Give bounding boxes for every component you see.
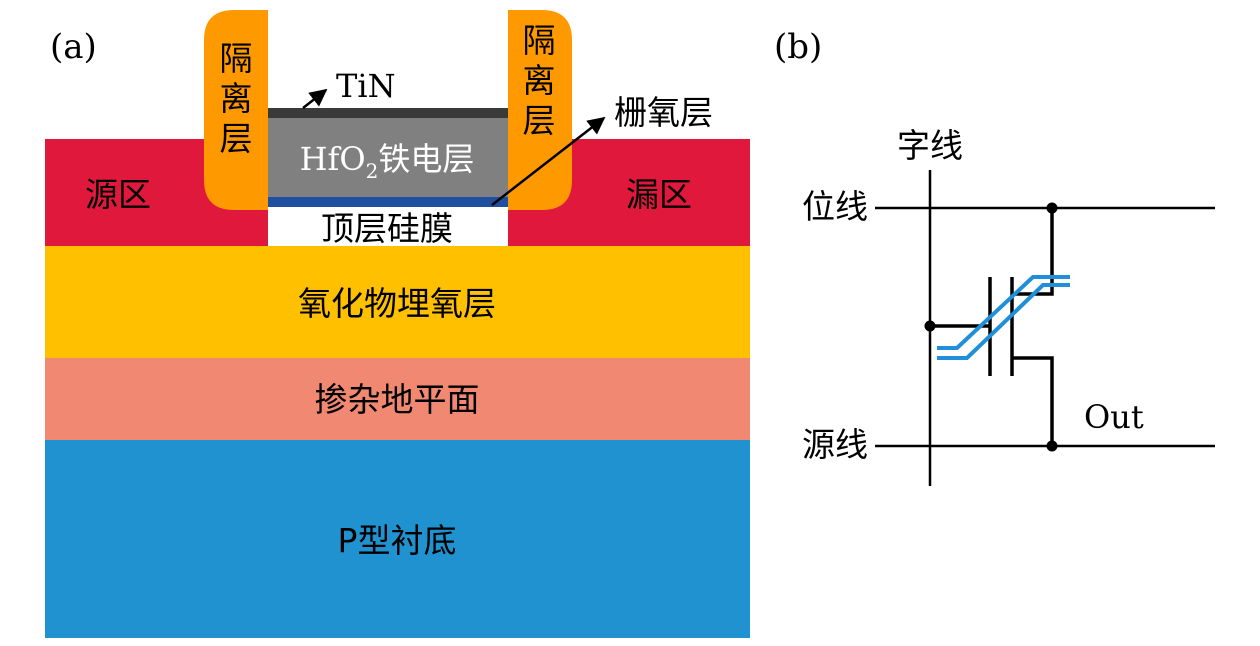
out-label: Out [1084, 398, 1144, 436]
panel-b: (b) 字线 位线 源线 Out [774, 27, 1215, 486]
panel-a-label: (a) [50, 27, 97, 67]
ferroelectric-layer [268, 118, 508, 197]
junction-dot-wordline [924, 320, 936, 332]
substrate-layer [45, 440, 750, 638]
spacer-left-char-3: 层 [220, 119, 253, 158]
junction-dot-sourceline [1046, 440, 1058, 452]
box-layer [45, 246, 750, 358]
top-silicon-label: 顶层硅膜 [321, 209, 453, 248]
spacer-left-char-2: 离 [220, 79, 253, 118]
spacer-right-char-1: 隔 [523, 21, 556, 60]
source-label: 源区 [85, 175, 151, 214]
tin-layer [268, 108, 508, 118]
fefet-symbol [930, 208, 1054, 446]
tin-label: TiN [336, 67, 396, 105]
gate-oxide-arrow [491, 116, 606, 206]
ground-plane-label: 掺杂地平面 [315, 380, 480, 419]
spacer-left-char-1: 隔 [220, 39, 253, 78]
word-line-label: 字线 [897, 126, 963, 165]
source-line-label: 源线 [802, 425, 868, 464]
hysteresis-icon [937, 275, 1070, 360]
spacer-right-char-2: 离 [523, 61, 556, 100]
ground-plane-layer [45, 358, 750, 440]
box-label: 氧化物埋氧层 [298, 284, 496, 323]
junction-dot-bitline [1046, 202, 1058, 214]
gate-oxide-label: 栅氧层 [614, 93, 713, 132]
spacer-left [204, 10, 268, 210]
panel-b-label: (b) [774, 27, 822, 67]
substrate-label: P型衬底 [338, 521, 457, 560]
panel-a: (a) 隔 离 层 隔 离 层 HfO2铁电层 TiN 栅氧层 源区 漏区 [45, 10, 750, 638]
gate-oxide-layer [268, 197, 508, 207]
drain-label: 漏区 [626, 175, 692, 214]
tin-arrow [302, 88, 328, 109]
spacer-right-char-3: 层 [523, 101, 556, 140]
bit-line-label: 位线 [802, 187, 868, 226]
ferroelectric-label: HfO2铁电层 [300, 140, 475, 183]
spacer-right [508, 10, 572, 210]
